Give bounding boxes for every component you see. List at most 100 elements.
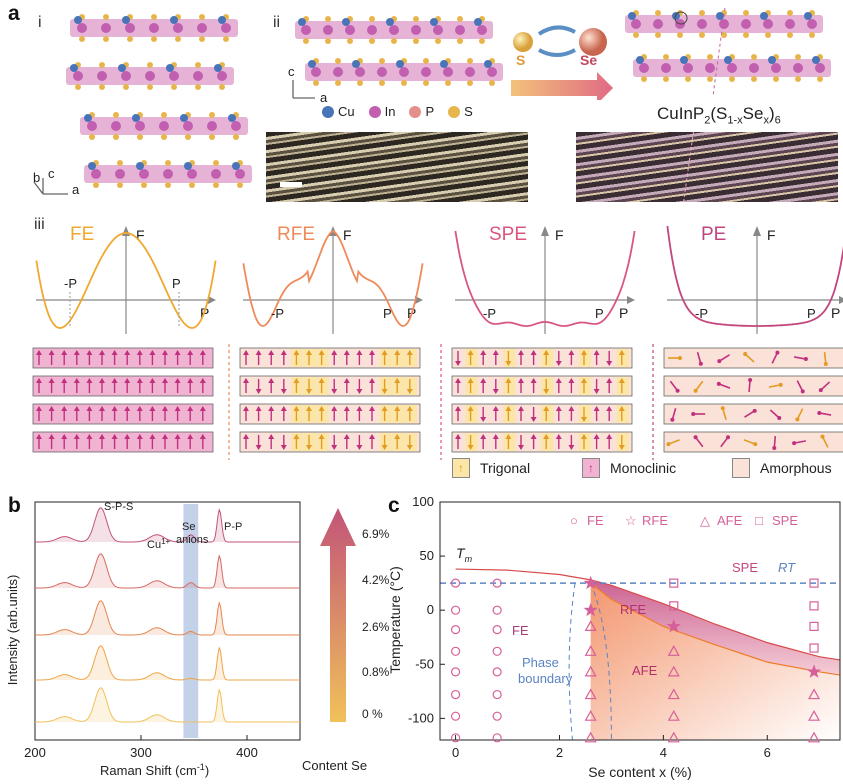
s-atom — [423, 58, 429, 64]
dipole-head — [693, 435, 698, 440]
fe-marker — [492, 711, 502, 721]
domain-row — [32, 375, 214, 397]
dipole-head — [792, 441, 797, 446]
dipole-head — [268, 378, 275, 383]
cu-atom — [88, 162, 96, 170]
s-atom — [335, 80, 341, 86]
tm-line — [455, 568, 841, 661]
fe-marker — [450, 578, 461, 588]
in-atom — [719, 19, 729, 29]
s-atom — [175, 36, 181, 42]
dipole-head — [36, 406, 42, 411]
dipole-head — [124, 378, 131, 383]
raman-spectrum — [35, 687, 300, 723]
spectrum-line — [35, 687, 300, 723]
s-atom — [195, 62, 201, 68]
s-atom — [787, 10, 793, 16]
dipole-arrow — [748, 379, 751, 393]
s-atom — [699, 32, 705, 38]
s-atom — [161, 134, 167, 140]
domain-row — [663, 347, 843, 369]
in-atom — [815, 63, 825, 73]
dipole-head — [293, 350, 300, 355]
domain-row — [663, 375, 843, 397]
dipole-head — [381, 350, 388, 355]
formula-part: Se — [742, 104, 764, 123]
dipole-head — [111, 350, 118, 355]
energy-curve — [666, 225, 843, 327]
dipole-head — [48, 406, 55, 411]
dipole-head — [187, 378, 194, 383]
dipole-head — [331, 389, 338, 394]
cu-atom — [636, 56, 644, 64]
dipole-head — [61, 434, 68, 439]
legend-label: RFE — [642, 513, 668, 528]
s-atom — [209, 112, 215, 118]
dipole-head — [518, 445, 524, 450]
in-atom — [785, 19, 795, 29]
in-atom — [207, 121, 217, 131]
in-atom — [73, 71, 83, 81]
dipole-head — [555, 434, 562, 439]
dipole-head — [530, 417, 537, 422]
dipole-head — [149, 378, 156, 383]
s-atom — [765, 32, 771, 38]
in-atom — [115, 169, 125, 179]
spe-marker — [669, 601, 679, 611]
rfe-marker — [583, 602, 598, 617]
dipole-head — [480, 417, 487, 422]
dipole-head — [36, 378, 42, 383]
dipole-head — [543, 406, 550, 411]
cu-atom — [308, 60, 316, 68]
s-atom — [171, 84, 177, 90]
dipole-head — [199, 378, 206, 383]
f-axis-arrow — [541, 226, 549, 236]
dipole-head — [61, 406, 68, 411]
sub-iii-label: iii — [34, 216, 45, 233]
dipole-head — [795, 417, 800, 422]
in-atom — [91, 169, 101, 179]
sps-annotation: S-P-S — [104, 501, 133, 513]
fe-marker — [450, 689, 461, 700]
panel-b-label: b — [8, 494, 21, 517]
s-se-substitution-graphic — [511, 25, 613, 100]
legend-amorphous: Amorphous — [760, 460, 832, 476]
x-axis-label: Se content x (%) — [588, 764, 692, 780]
afe-marker — [667, 665, 680, 677]
dipole-head — [406, 445, 413, 450]
crystal-structure-ii — [295, 16, 503, 86]
dipole-head — [618, 350, 625, 355]
in-atom — [323, 25, 333, 35]
x-tick-label: 4 — [660, 745, 667, 760]
dipole-head — [492, 389, 499, 394]
in-atom — [173, 23, 183, 33]
dipole-head — [505, 434, 512, 439]
dipole-head — [61, 350, 68, 355]
x-tick-label: 200 — [24, 745, 46, 760]
stem-image-pristine — [266, 132, 528, 202]
dipole-head — [666, 442, 671, 447]
cu-atom — [180, 114, 188, 122]
dipole-head — [280, 445, 287, 450]
cu-atom — [804, 12, 812, 20]
dipole-head — [803, 357, 808, 362]
cu-atom — [760, 12, 768, 20]
s-atom — [237, 182, 243, 188]
afe-marker — [584, 709, 597, 721]
crystal-structure-i — [66, 14, 252, 188]
in-atom — [221, 23, 231, 33]
pp-annotation: P-P — [224, 521, 242, 533]
dipole-head — [581, 350, 587, 355]
afe-region-label: AFE — [632, 663, 658, 678]
dipole-head — [243, 350, 249, 355]
p-atom-icon — [409, 105, 422, 118]
dipole-head — [199, 350, 206, 355]
s-atom — [743, 32, 749, 38]
cu-atom — [474, 18, 482, 26]
in-atom — [217, 71, 227, 81]
s-atom — [699, 10, 705, 16]
dipole-head — [455, 361, 461, 366]
s-atom — [103, 36, 109, 42]
cu-atom — [724, 56, 732, 64]
spectrum-fill — [35, 687, 300, 722]
